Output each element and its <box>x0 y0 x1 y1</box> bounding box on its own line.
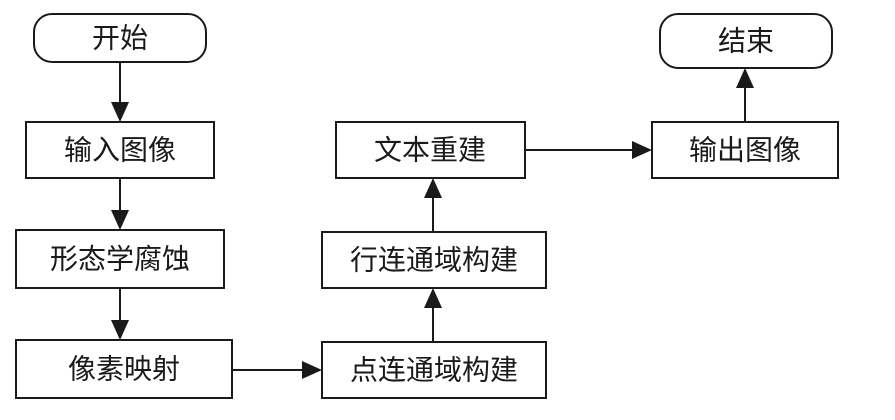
node-end: 结束 <box>659 13 833 69</box>
edge-start-to-input <box>111 62 129 122</box>
edge-input-to-erosion <box>111 178 129 230</box>
node-pixel-mapping: 像素映射 <box>15 339 233 399</box>
node-line-connected-label: 行连通域构建 <box>350 244 518 277</box>
node-point-connected-label: 点连通域构建 <box>350 354 518 387</box>
node-input-image: 输入图像 <box>25 121 215 179</box>
node-text-rebuild: 文本重建 <box>335 121 526 179</box>
edge-output-to-end <box>736 68 754 122</box>
node-output-image-label: 输出图像 <box>689 134 801 167</box>
node-pixel-mapping-label: 像素映射 <box>68 353 180 386</box>
node-text-rebuild-label: 文本重建 <box>374 134 486 167</box>
edge-rebuild-to-output <box>525 141 652 159</box>
node-input-image-label: 输入图像 <box>64 134 176 167</box>
flow-edges <box>111 62 754 379</box>
node-line-connected: 行连通域构建 <box>321 231 547 289</box>
edge-line-to-rebuild <box>424 178 442 232</box>
edge-point-to-line <box>424 288 442 342</box>
node-morph-erosion: 形态学腐蚀 <box>15 229 225 289</box>
node-end-label: 结束 <box>718 25 774 58</box>
node-morph-erosion-label: 形态学腐蚀 <box>50 243 190 276</box>
edge-mapping-to-point <box>232 361 322 379</box>
node-start-label: 开始 <box>92 22 148 55</box>
node-point-connected: 点连通域构建 <box>321 341 547 399</box>
node-start: 开始 <box>33 13 207 63</box>
edge-erosion-to-mapping <box>111 288 129 340</box>
node-output-image: 输出图像 <box>651 121 839 179</box>
